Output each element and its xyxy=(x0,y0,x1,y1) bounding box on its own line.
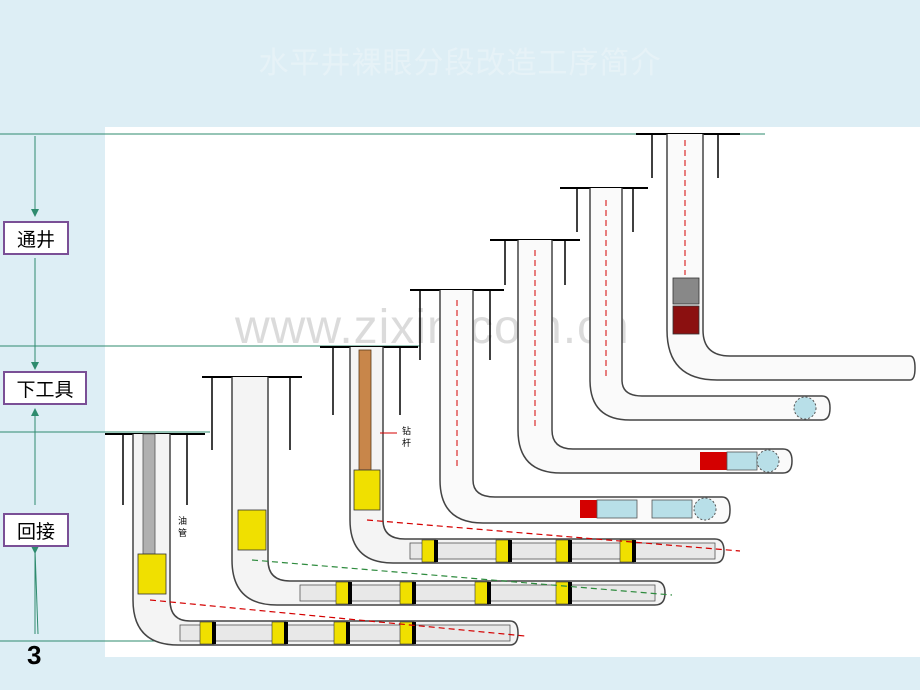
well-2 xyxy=(202,376,673,606)
well-6 xyxy=(560,187,831,421)
tubing-label-bottom: 管 xyxy=(178,527,187,539)
well-4 xyxy=(410,289,731,524)
slide-number: 3 xyxy=(27,640,42,670)
stage-arrows xyxy=(31,136,39,635)
stage-label-tieback: 回接 xyxy=(3,513,69,547)
well-1: 油 管 xyxy=(105,433,526,646)
stage-label-drift: 通井 xyxy=(3,221,69,255)
well-7 xyxy=(636,133,916,381)
slide-title: 水平井裸眼分段改造工序简介 xyxy=(258,46,662,81)
tubing-label-top: 油 xyxy=(178,515,187,527)
watermark-text: www.zixin.com.cn xyxy=(235,301,630,354)
drill-pipe-label-top: 钻 xyxy=(402,425,411,437)
well-3: 钻 杆 xyxy=(320,346,741,564)
drill-pipe-label-bottom: 杆 xyxy=(402,437,411,449)
stage-label-run-tools: 下工具 xyxy=(3,371,87,405)
well-5 xyxy=(490,239,793,474)
